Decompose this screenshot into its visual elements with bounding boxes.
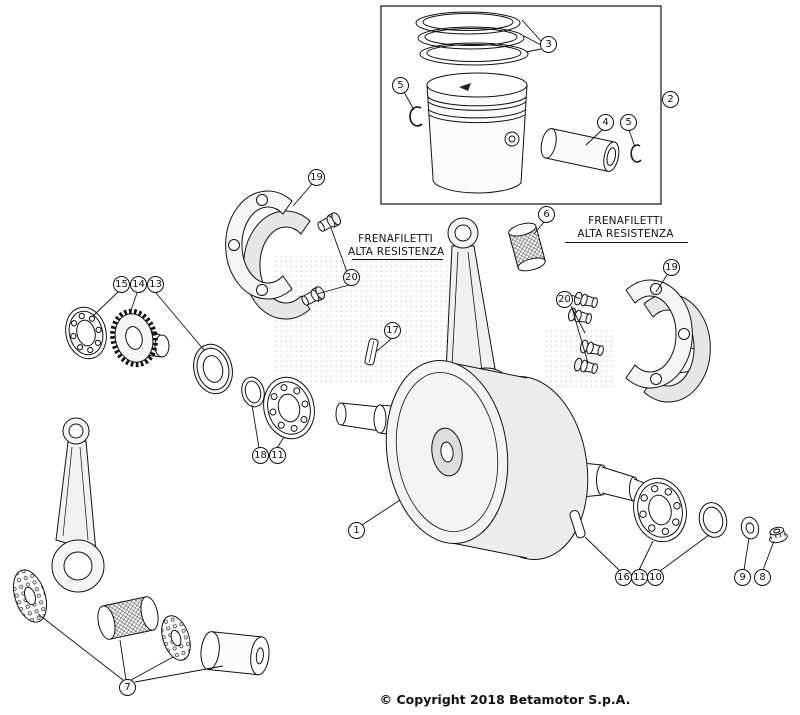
spare-connecting-rod (51, 417, 105, 593)
screws-20-left (301, 212, 342, 306)
piston-pin (540, 128, 620, 172)
bearing-15 (65, 306, 107, 360)
callout-5-right[interactable]: 5 (620, 114, 637, 131)
thrust-washer-right (161, 615, 191, 661)
callout-15[interactable]: 15 (113, 276, 130, 293)
circlip-left (409, 106, 423, 127)
callout-6[interactable]: 6 (538, 206, 555, 223)
callout-4[interactable]: 4 (597, 114, 614, 131)
leader-lines (37, 19, 775, 683)
crank-pin-7 (200, 631, 270, 676)
note-line: FRENAFILETTI (358, 233, 433, 245)
ring-10 (698, 502, 728, 538)
callout-17[interactable]: 17 (384, 322, 401, 339)
callout-1[interactable]: 1 (348, 522, 365, 539)
woodruff-key-16 (569, 509, 586, 539)
screws-20-right (567, 291, 604, 375)
note-line: ALTA RESISTENZA (348, 245, 445, 258)
circlip-right (630, 144, 642, 163)
callout-19-left[interactable]: 19 (308, 169, 325, 186)
bearing-11-right (633, 477, 687, 543)
callout-11-right[interactable]: 11 (631, 569, 648, 586)
callout-8[interactable]: 8 (754, 569, 771, 586)
clamp-19-left (225, 190, 311, 320)
crankshaft (335, 360, 656, 560)
callout-9[interactable]: 9 (734, 569, 751, 586)
note-frenafiletti-right: FRENAFILETTI ALTA RESISTENZA (563, 215, 688, 240)
nut-8 (769, 526, 788, 544)
callout-13[interactable]: 13 (147, 276, 164, 293)
callout-20-left[interactable]: 20 (343, 269, 360, 286)
thrust-washer-left (12, 569, 48, 623)
callout-5-left[interactable]: 5 (392, 77, 409, 94)
callout-14[interactable]: 14 (130, 276, 147, 293)
callout-19-right[interactable]: 19 (663, 259, 680, 276)
piston-rings (415, 11, 529, 66)
woodruff-key-17 (364, 338, 379, 366)
primary-gear-14 (110, 308, 170, 368)
callout-2[interactable]: 2 (662, 91, 679, 108)
callout-10[interactable]: 10 (647, 569, 664, 586)
note-line: FRENAFILETTI (588, 215, 663, 227)
small-end-bearing (508, 222, 546, 272)
bearing-11-left (263, 376, 315, 440)
callout-11-left[interactable]: 11 (269, 447, 286, 464)
piston-group-box (380, 5, 662, 205)
piston (426, 72, 528, 194)
callout-16[interactable]: 16 (615, 569, 632, 586)
copyright-text: © Copyright 2018 Betamotor S.p.A. (379, 692, 631, 707)
note-line: ALTA RESISTENZA (577, 227, 674, 240)
callout-3[interactable]: 3 (540, 36, 557, 53)
callout-18[interactable]: 18 (252, 447, 269, 464)
needle-cage-7 (97, 596, 159, 640)
clamp-19-right (625, 279, 711, 403)
callout-7[interactable]: 7 (119, 679, 136, 696)
callout-20-right[interactable]: 20 (556, 291, 573, 308)
seal-13 (193, 343, 233, 395)
washer-9 (740, 516, 760, 540)
note-frenafiletti-left: FRENAFILETTI ALTA RESISTENZA (348, 233, 445, 258)
spacer-18 (241, 376, 265, 408)
